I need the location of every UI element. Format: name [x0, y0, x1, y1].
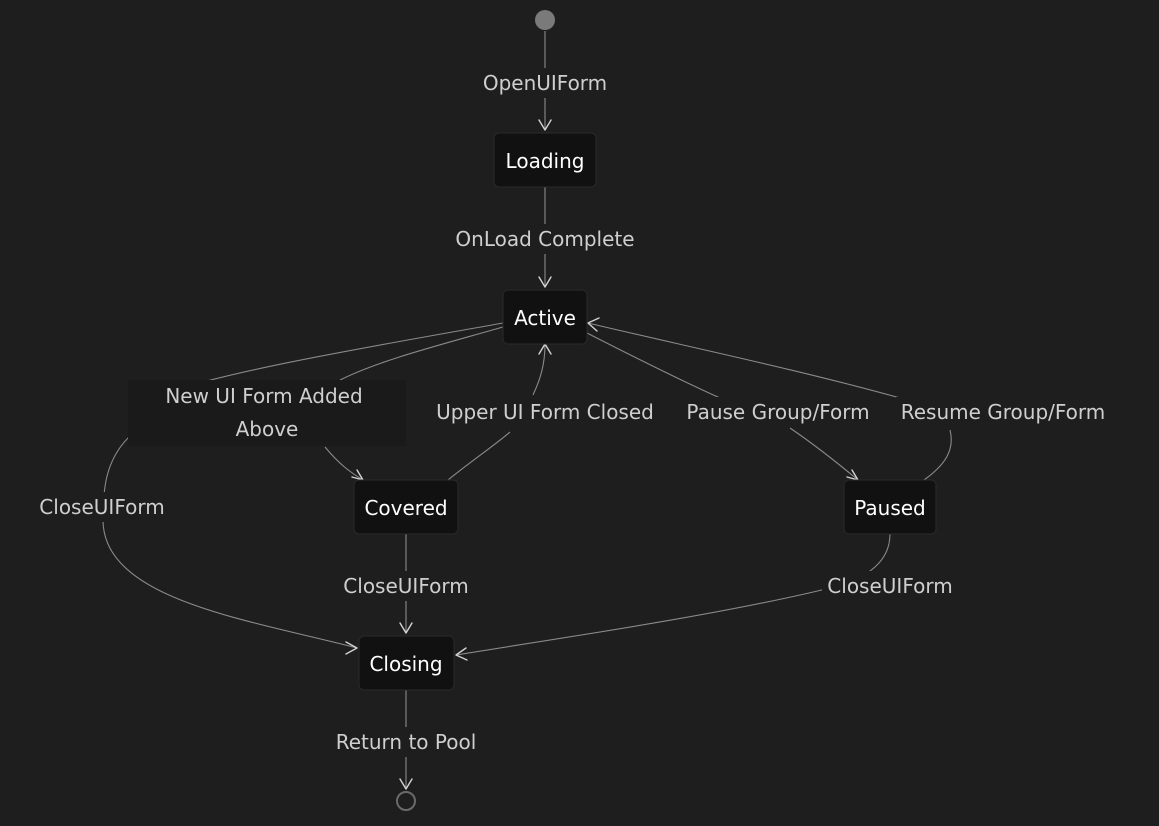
arrowhead-closing-left — [345, 641, 358, 655]
label-upper-ui-form-closed: Upper UI Form Closed — [436, 400, 654, 424]
label-pause-group-form: Pause Group/Form — [686, 400, 869, 424]
label-open-ui-form: OpenUIForm — [483, 71, 607, 95]
state-loading-label: Loading — [506, 149, 585, 173]
arrowhead-loading — [538, 119, 552, 131]
arrowhead-active-right — [587, 317, 600, 332]
final-state-ring — [396, 791, 416, 811]
state-paused: Paused — [843, 479, 937, 535]
label-close-ui-form-left: CloseUIForm — [39, 495, 164, 519]
edge-paused-to-closing — [455, 533, 891, 656]
state-closing-label: Closing — [369, 652, 442, 676]
label-above: Above — [236, 417, 299, 441]
edge-paused-to-active — [587, 322, 952, 481]
initial-state-dot — [535, 10, 555, 30]
arrowhead-covered — [351, 469, 364, 481]
state-covered: Covered — [353, 479, 459, 535]
state-paused-label: Paused — [854, 496, 926, 520]
arrowhead-active-top — [538, 276, 552, 288]
state-loading: Loading — [493, 132, 597, 188]
transition-labels: OpenUIForm OnLoad Complete New UI Form A… — [34, 68, 1110, 757]
label-return-to-pool: Return to Pool — [336, 730, 477, 754]
label-close-ui-form-right: CloseUIForm — [827, 574, 952, 598]
label-resume-group-form: Resume Group/Form — [901, 400, 1106, 424]
label-onload-complete: OnLoad Complete — [455, 227, 634, 251]
state-closing: Closing — [358, 635, 455, 691]
edge-active-to-covered — [324, 326, 504, 481]
state-covered-label: Covered — [364, 496, 447, 520]
state-active-label: Active — [514, 306, 576, 330]
edge-covered-to-active — [447, 343, 546, 481]
arrowhead-end — [399, 778, 413, 790]
label-new-ui-form-added: New UI Form Added — [165, 384, 362, 408]
state-active: Active — [502, 289, 588, 345]
arrowhead-closing-right — [455, 647, 468, 661]
label-close-ui-form-center: CloseUIForm — [343, 574, 468, 598]
arrowhead-closing-top — [399, 622, 413, 634]
edge-active-to-paused — [586, 332, 859, 481]
